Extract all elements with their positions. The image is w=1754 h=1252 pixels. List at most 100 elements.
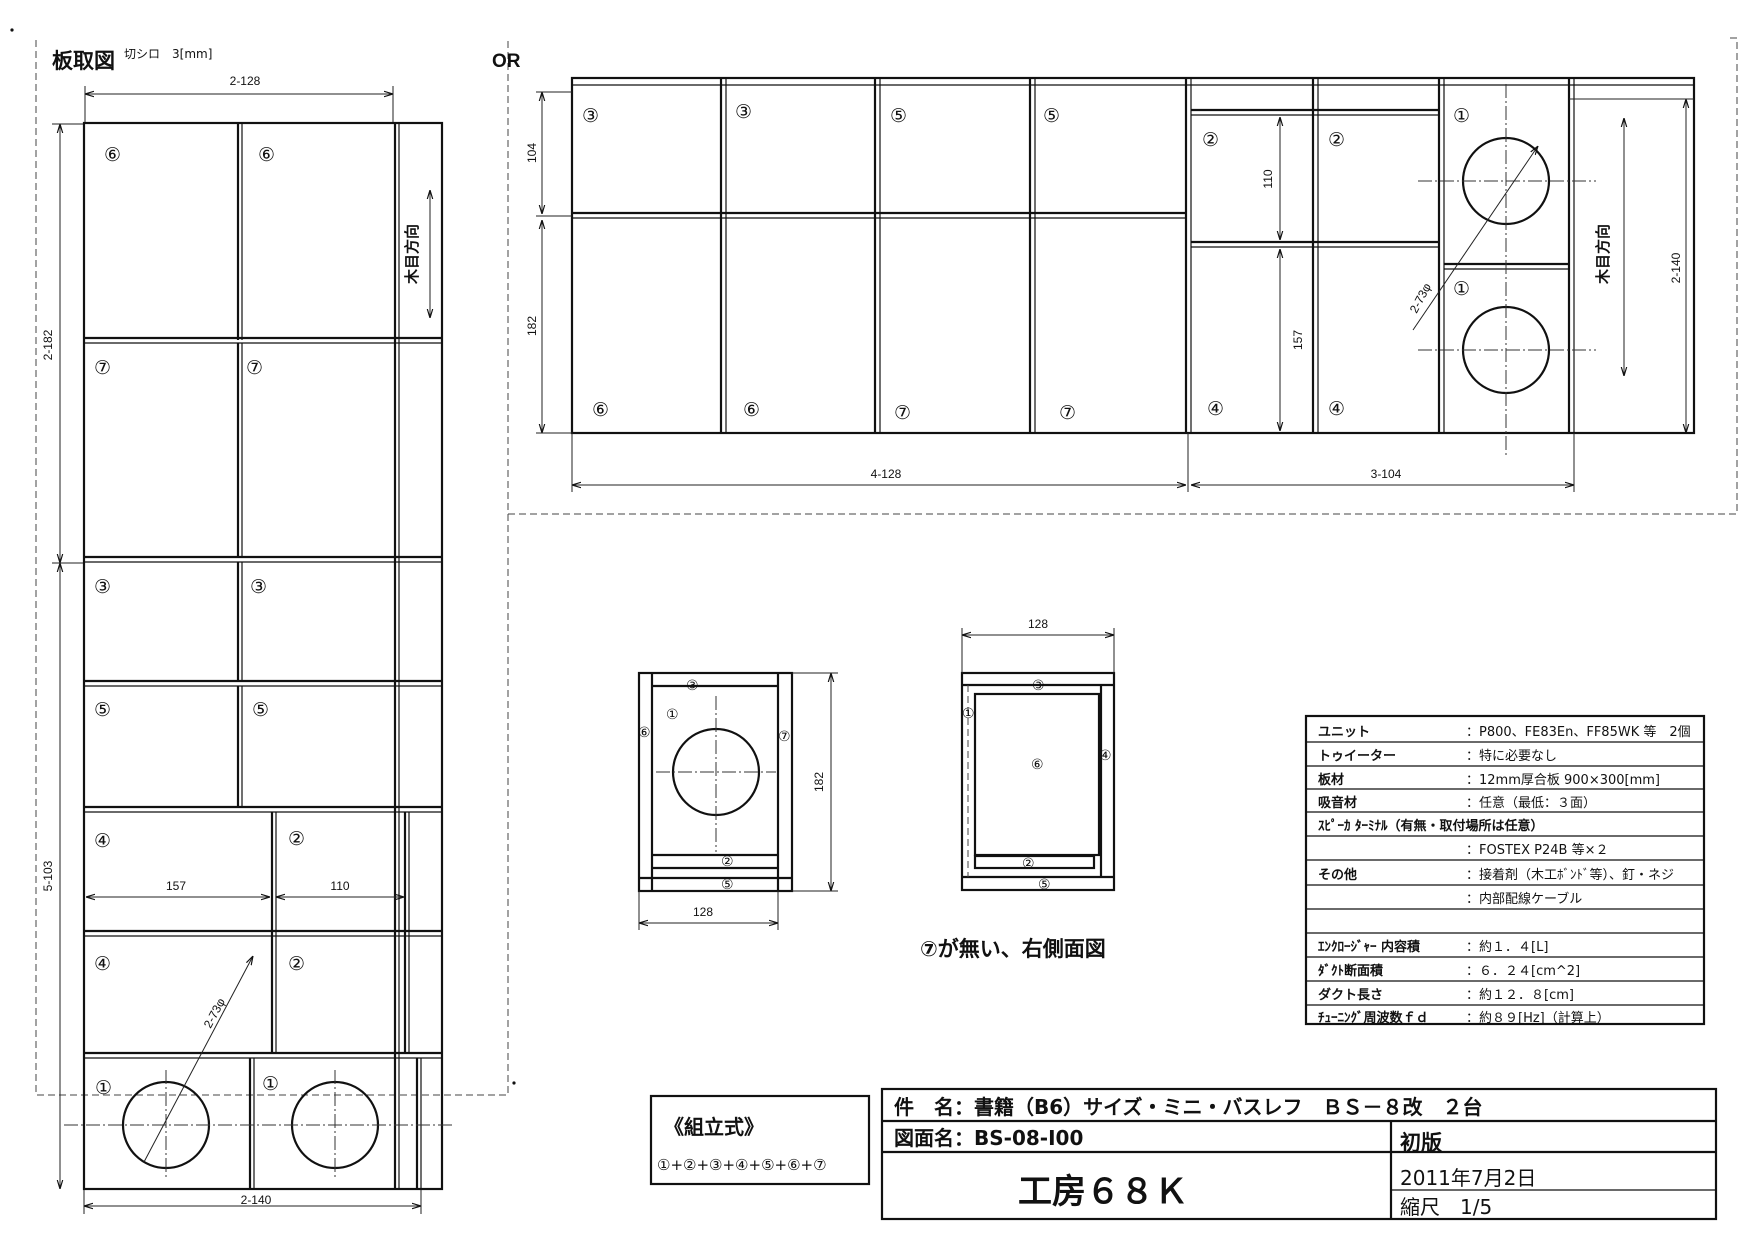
part-label: ③ [250, 576, 267, 598]
right-cutting-layout: 2-73φ 104 182 110 157 4-128 3-104 2-140 … [525, 76, 1696, 492]
assembly-box: 《組立式》 ①+②+③+④+⑤+⑥+⑦ [649, 1094, 871, 1186]
part-label: ⑤ [252, 699, 269, 721]
dim-182-right: 182 [525, 316, 539, 336]
part-label: ④ [94, 830, 111, 852]
front-width-dim: 128 [693, 905, 713, 919]
spec-value: ：接着剤（木工ﾎﾞﾝﾄﾞ等）、釘・ネジ [1466, 867, 1674, 883]
dim-110-right: 110 [1261, 169, 1275, 188]
layout-title: 板取図 [52, 49, 115, 73]
side-view-caption: ⑦が無い、右側面図 [920, 937, 1106, 961]
part-label: ④ [1207, 398, 1224, 420]
part-label: ⑥ [592, 399, 609, 421]
spec-value: ：６．２４[cm^2] [1466, 964, 1580, 979]
part-label: ③ [686, 678, 699, 694]
spec-key: ｴﾝｸﾛｰｼﾞｬｰ 内容積 [1318, 939, 1421, 955]
part-label: ① [262, 1073, 279, 1095]
spec-value: ：P800、FE83En、FF85WK 等 2個 [1466, 724, 1691, 740]
part-label: ④ [1099, 748, 1112, 764]
part-label: ⑦ [894, 402, 911, 424]
left-cutting-layout: 板取図 切シロ 3[mm] OR 2-128 2-182 5-103 [41, 47, 521, 1214]
title-drawing: 図面名：BS-08-I00 [894, 1126, 1083, 1150]
part-label: ① [962, 706, 975, 722]
hole-dim-left: 2-73φ [201, 996, 228, 1031]
dim-left-5-103: 5-103 [41, 860, 55, 891]
part-label: ⑥ [258, 144, 275, 166]
part-label: ② [1022, 856, 1035, 872]
title-date: 2011年7月2日 [1400, 1166, 1536, 1190]
part-label: ⑥ [1031, 757, 1044, 773]
dim-left-2-182: 2-182 [41, 329, 55, 360]
spec-key: ダクト長さ [1318, 987, 1383, 1003]
side-view: 128 ③ ① ⑥ ④ ② ⑤ ⑦が無い、右側面図 [920, 617, 1116, 961]
part-label: ② [288, 953, 305, 975]
front-view: 182 128 ③ ① ⑥ ⑦ ② ⑤ [637, 671, 838, 930]
or-label: OR [492, 51, 521, 72]
spec-key: ﾀﾞｸﾄ断面積 [1318, 963, 1384, 979]
dim-157-right: 157 [1291, 330, 1305, 350]
assembly-formula: ①+②+③+④+⑤+⑥+⑦ [657, 1156, 827, 1174]
part-label: ⑦ [94, 357, 111, 379]
dim-bottom-2-140: 2-140 [241, 1193, 272, 1207]
part-label: ⑥ [743, 399, 760, 421]
title-edition: 初版 [1400, 1131, 1442, 1155]
part-label: ⑤ [890, 105, 907, 127]
part-label: ③ [582, 105, 599, 127]
part-label: ⑦ [778, 729, 791, 745]
spec-value: ：約１．４[L] [1466, 940, 1548, 955]
part-label: ① [1453, 278, 1470, 300]
title-item: 件 名：書籍（B6）サイズ・ミニ・バスレフ ＢＳ－８改 ２台 [894, 1095, 1483, 1119]
grain-direction-left: 木目方向 [403, 224, 421, 285]
part-label: ④ [1328, 398, 1345, 420]
spec-key: 板材 [1318, 772, 1344, 788]
part-label: ② [721, 854, 734, 870]
part-label: ③ [94, 576, 111, 598]
part-label: ① [1453, 105, 1470, 127]
part-label: ⑤ [94, 699, 111, 721]
hole-dim-right: 2-73φ [1407, 281, 1434, 316]
part-label: ① [666, 707, 679, 723]
side-width-dim: 128 [1028, 617, 1048, 631]
dim-top-2-128: 2-128 [230, 74, 261, 88]
assembly-title: 《組立式》 [664, 1115, 764, 1139]
part-label: ① [95, 1077, 112, 1099]
part-label: ② [1202, 129, 1219, 151]
dim-104: 104 [525, 143, 539, 163]
spec-key: ﾁｭｰﾆﾝｸﾞ周波数ｆｄ [1318, 1010, 1429, 1026]
spec-key: トゥイーター [1318, 749, 1396, 764]
sheet-border [10, 28, 1738, 1096]
dim-110: 110 [330, 879, 349, 893]
kerf-label: 切シロ 3[mm] [124, 47, 212, 61]
spec-value: ：12mm厚合板 900×300[mm] [1466, 773, 1660, 788]
spec-key: ｽﾋﾟｰｶ ﾀｰﾐﾅﾙ（有無・取付場所は任意） [1318, 818, 1544, 834]
grain-direction-right: 木目方向 [1594, 224, 1612, 285]
part-label: ③ [735, 101, 752, 123]
part-label: ⑤ [1038, 877, 1051, 893]
spec-key: ユニット [1318, 725, 1370, 740]
part-label: ② [288, 828, 305, 850]
spec-key: その他 [1318, 867, 1357, 883]
dim-4-128: 4-128 [871, 467, 902, 481]
part-label: ⑦ [246, 357, 263, 379]
part-label: ④ [94, 953, 111, 975]
part-label: ② [1328, 129, 1345, 151]
spec-value: ：任意（最低：３面） [1466, 795, 1596, 811]
dim-2-140-right: 2-140 [1669, 252, 1683, 283]
spec-value: ：内部配線ケーブル [1466, 891, 1582, 907]
part-label: ⑦ [1059, 402, 1076, 424]
part-label: ⑤ [721, 877, 734, 893]
part-label: ③ [1032, 678, 1045, 694]
spec-value: ：FOSTEX P24B 等×２ [1466, 842, 1608, 858]
part-label: ⑥ [104, 144, 121, 166]
spec-key: 吸音材 [1318, 795, 1357, 811]
spec-value: ：特に必要なし [1466, 749, 1557, 764]
title-company: 工房６８Ｋ [1018, 1172, 1188, 1212]
front-height-dim: 182 [812, 772, 826, 792]
title-scale: 縮尺 1/5 [1400, 1195, 1492, 1219]
dim-157: 157 [166, 879, 186, 893]
part-label: ⑥ [638, 725, 651, 741]
part-label: ⑤ [1043, 105, 1060, 127]
spec-value: ：約１２．８[cm] [1466, 988, 1574, 1003]
spec-value: ：約８９[Hz]（計算上） [1466, 1010, 1610, 1026]
